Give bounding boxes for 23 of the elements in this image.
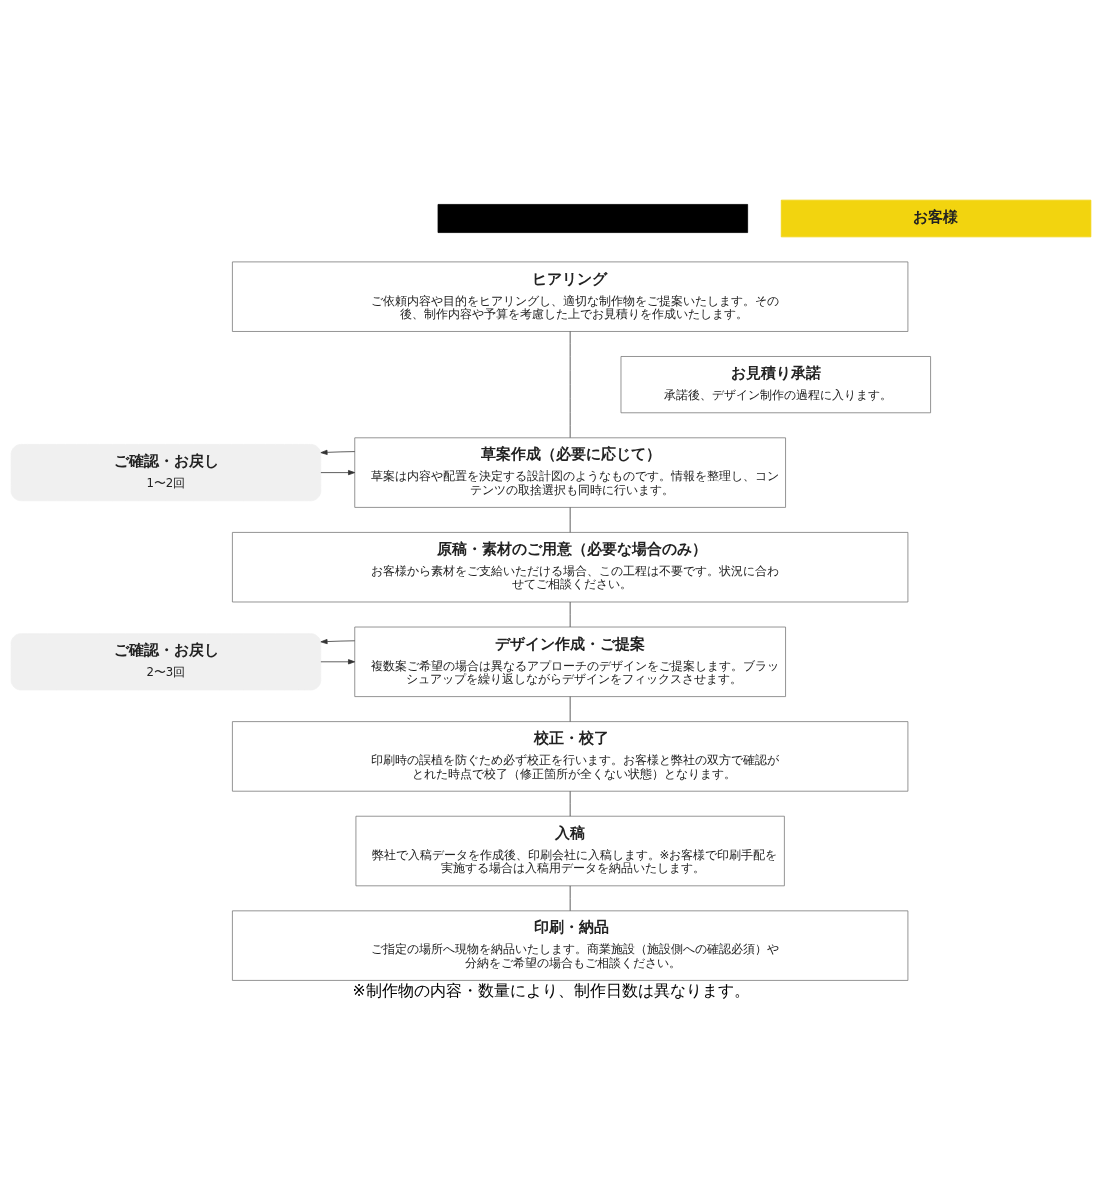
connector [569, 601, 571, 627]
arrow [320, 449, 356, 455]
node-box: 原稿・素材のご用意（必要な場合のみ） お客様から素材をご支給いただける場合、この工程は不要です。状況に合わせてご相談ください。 [232, 531, 909, 602]
arrow [320, 638, 356, 644]
arrow [320, 469, 356, 475]
node-box: 印刷・納品 ご指定の場所へ現物を納品いたします。商業施設（施設側への確認必須）や分納をご希望の場合もご相談ください。 [232, 909, 909, 981]
caption: ※制作物の内容・数量により、制作日数は異なります。 [352, 980, 750, 1000]
connector [569, 790, 571, 816]
node-box: 入稿 弊社で入稿データを作成後、印刷会社に入稿します。※お客様で印刷手配を実施する場合は入稿用データを納品いたします。 [355, 815, 785, 886]
connector [569, 885, 571, 911]
node-box: お見積り承諾 承諾後、デザイン制作の過程に入ります。 [620, 355, 931, 413]
node-box: デザイン作成・ご提案 複数案ご希望の場合は異なるアプローチのデザインをご提案します。ブラッシュアップを繰り返しながらデザインをフィックスさせます。 [354, 626, 786, 697]
connector [569, 695, 571, 722]
node-box: 草案作成（必要に応じて） 草案は内容や配置を決定する設計図のようなものです。情報を整理し、コンテンツの取捨選択も同時に行います。 [354, 436, 786, 508]
arrow [320, 658, 356, 664]
node-box: 校正・校了 印刷時の誤植を防ぐため必ず校正を行います。お客様と弊社の双方で確認がとれた時点で校了（修正箇所が全くない状態）となります。 [232, 720, 909, 792]
node-box: お客様 [780, 199, 1092, 237]
node-bar [437, 203, 749, 233]
connector [569, 506, 571, 533]
connector [569, 330, 571, 438]
node-box: ご確認・お戻し 2〜3回 [10, 632, 322, 690]
node-box: ヒアリング ご依頼内容や目的をヒアリングし、適切な制作物をご提案いたします。その後、制作内容や予算を考慮した上でお見積りを作成いたします。 [232, 261, 909, 332]
node-box: ご確認・お戻し 1〜2回 [10, 443, 322, 501]
